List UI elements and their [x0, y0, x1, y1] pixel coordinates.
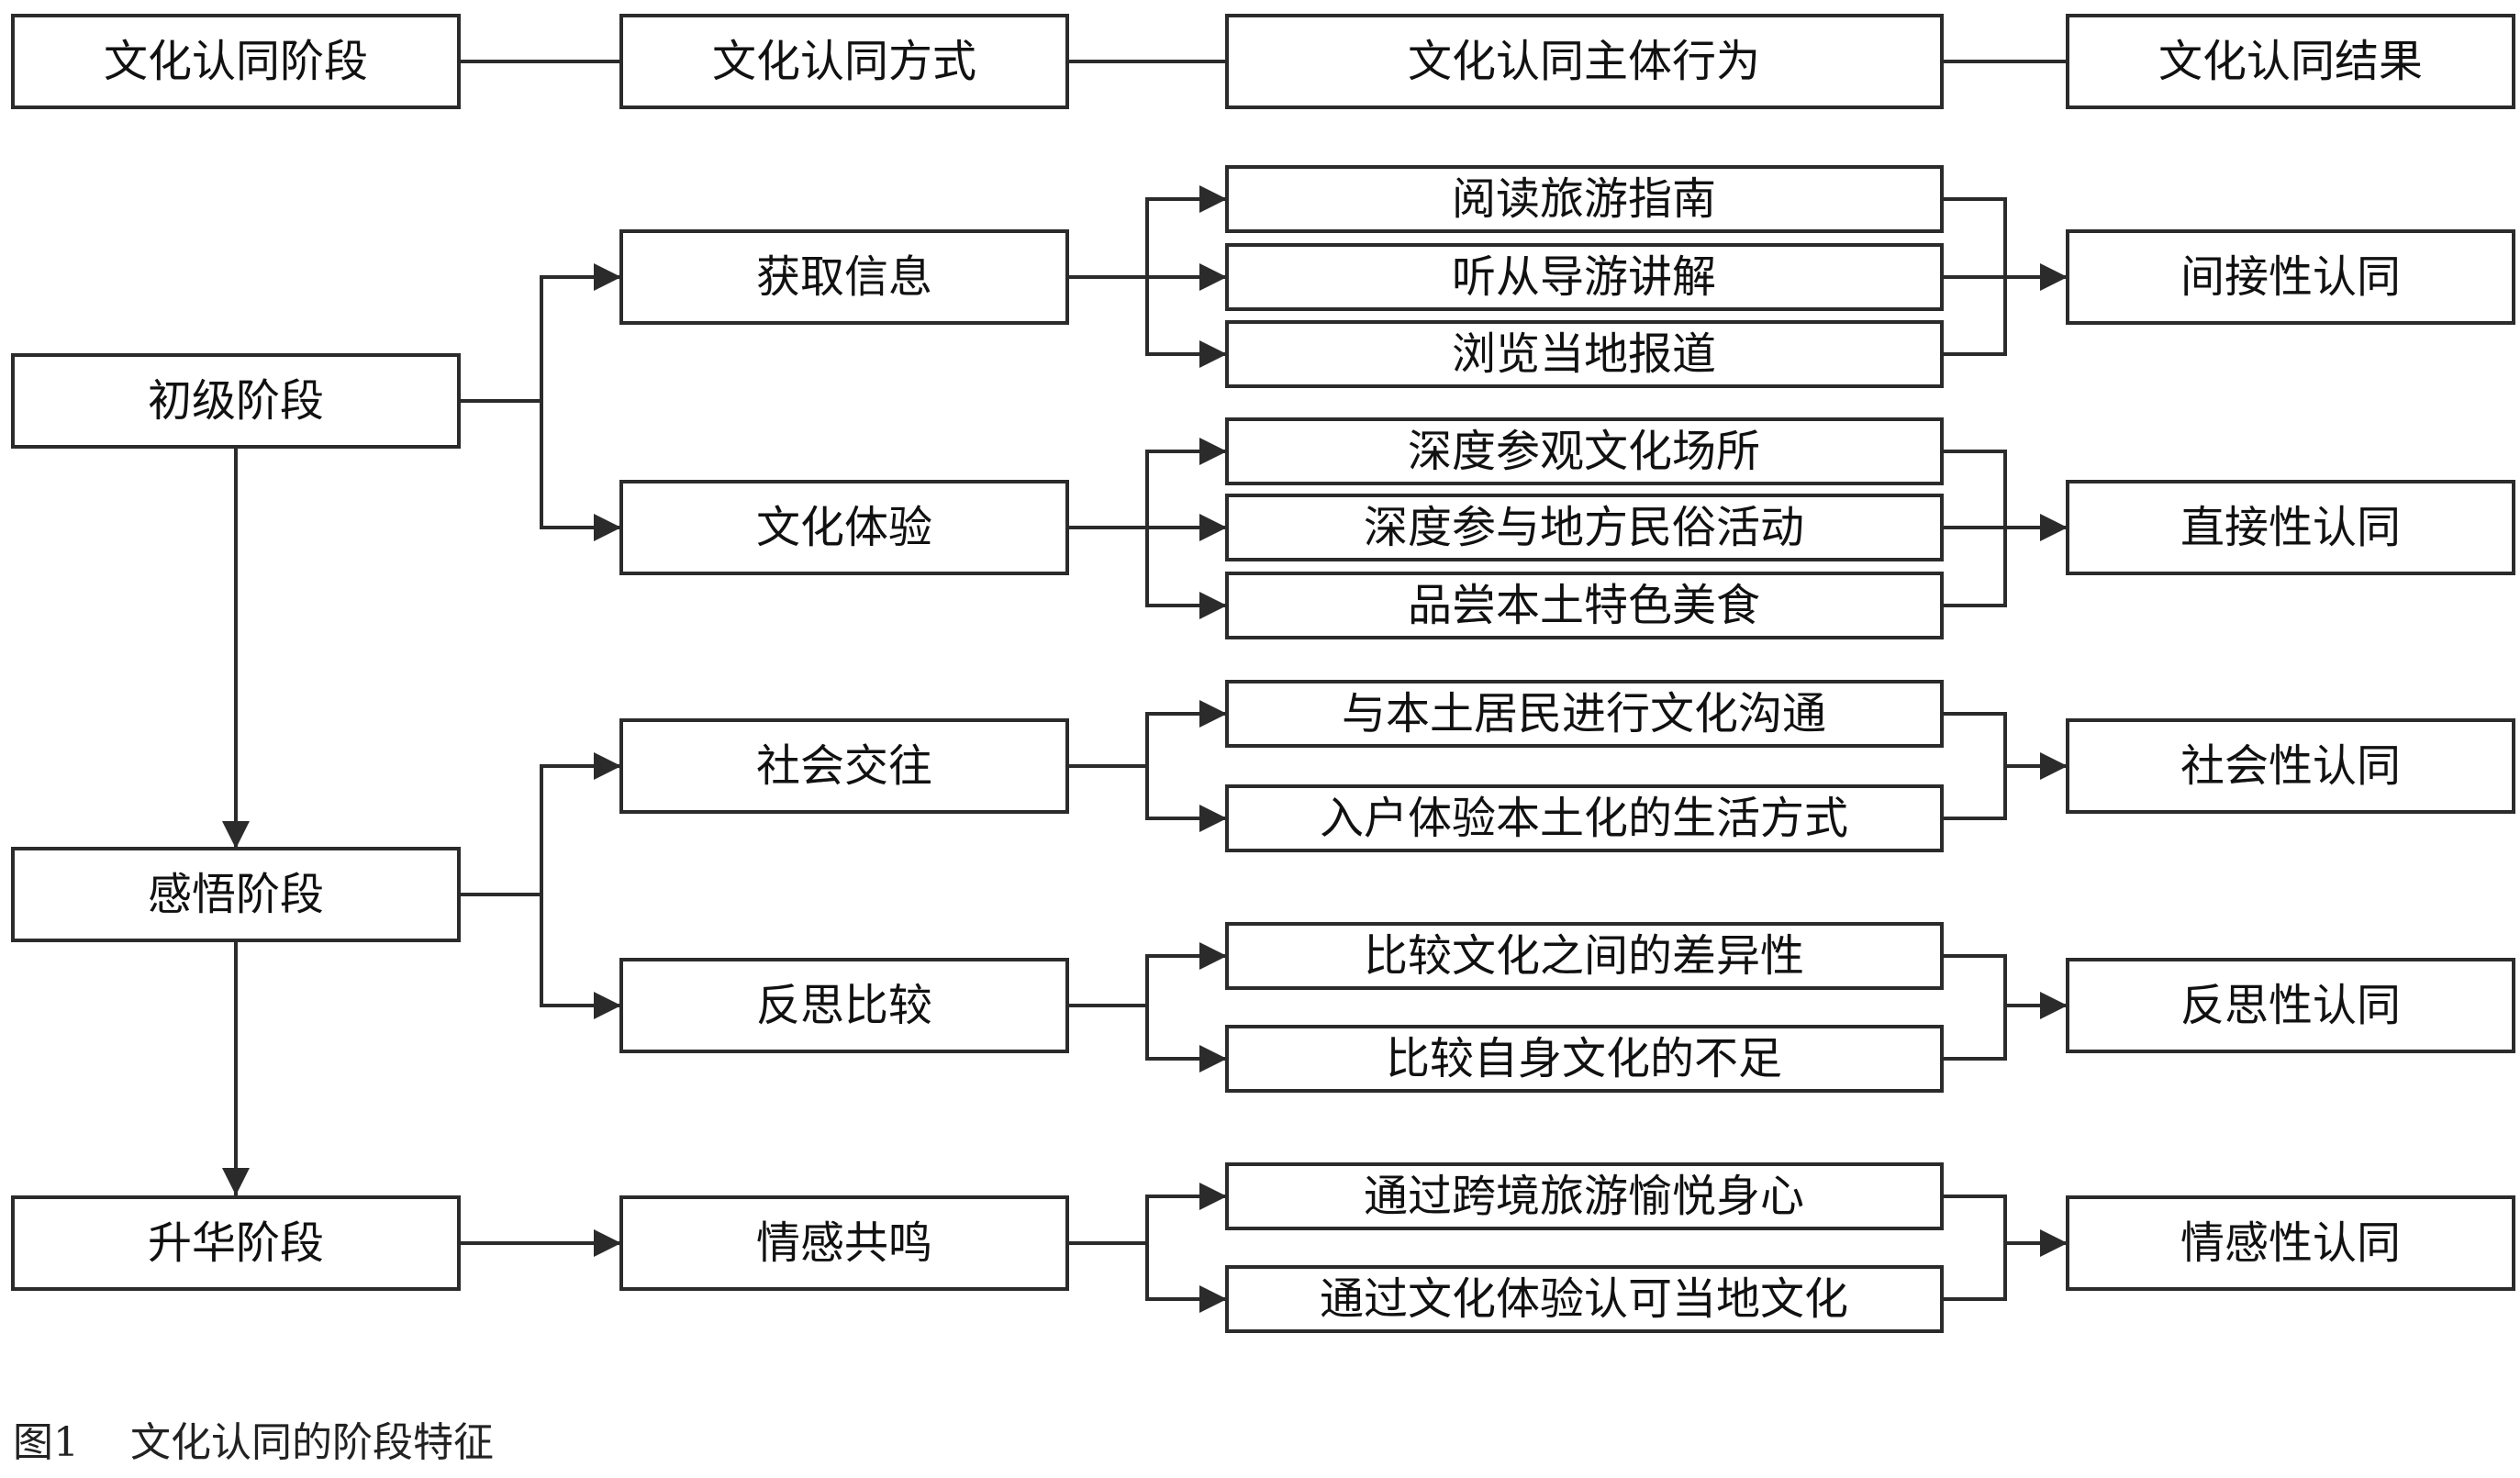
stage-node: 感悟阶段: [11, 847, 461, 942]
behavior-label: 比较文化之间的差异性: [1364, 930, 1804, 982]
behavior-bracket: [1942, 712, 2007, 820]
method-node: 社会交往: [619, 718, 1069, 814]
method-to-behavior-arrow: [1145, 277, 1227, 368]
header-behavior-label: 文化认同主体行为: [1408, 36, 1760, 87]
behavior-label: 通过文化体验认可当地文化: [1320, 1273, 1848, 1325]
stage-to-method-arrow: [540, 401, 621, 541]
behavior-node: 比较文化之间的差异性: [1225, 922, 1944, 990]
result-node: 情感性认同: [2066, 1195, 2515, 1291]
behavior-node: 比较自身文化的不足: [1225, 1025, 1944, 1093]
stage-node: 升华阶段: [11, 1195, 461, 1291]
behavior-node: 浏览当地报道: [1225, 320, 1944, 388]
method-to-behavior-arrow: [1145, 766, 1227, 832]
method-node: 文化体验: [619, 480, 1069, 575]
result-label: 直接性认同: [2180, 502, 2401, 553]
behavior-bracket: [1942, 1195, 2007, 1301]
behavior-label: 浏览当地报道: [1452, 328, 1716, 380]
method-to-behavior-arrow: [1145, 1183, 1227, 1243]
method-column: 获取信息 文化体验 社会交往 反思比较 情感共鸣: [619, 229, 1069, 1291]
behavior-label: 通过跨境旅游愉悦身心: [1364, 1171, 1804, 1222]
result-node: 社会性认同: [2066, 718, 2515, 814]
result-node: 间接性认同: [2066, 229, 2515, 325]
result-label: 情感性认同: [2180, 1217, 2401, 1269]
method-to-behavior-arrow: [1145, 1243, 1227, 1313]
method-label: 情感共鸣: [756, 1217, 932, 1269]
connectors: [222, 60, 2068, 1313]
method-to-behavior-arrow: [1145, 438, 1227, 528]
method-label: 反思比较: [756, 980, 932, 1031]
figure-title: 文化认同的阶段特征: [129, 1419, 494, 1466]
behavior-node: 通过跨境旅游愉悦身心: [1225, 1162, 1944, 1230]
result-label: 社会性认同: [2180, 740, 2401, 792]
behavior-node: 深度参与地方民俗活动: [1225, 494, 1944, 561]
header-method-label: 文化认同方式: [712, 36, 976, 87]
behavior-label: 阅读旅游指南: [1452, 173, 1716, 225]
stage-node: 初级阶段: [11, 353, 461, 449]
behavior-node: 阅读旅游指南: [1225, 165, 1944, 233]
behavior-node: 深度参观文化场所: [1225, 417, 1944, 485]
result-label: 反思性认同: [2180, 980, 2401, 1031]
method-to-behavior-arrow: [1145, 700, 1227, 766]
header-method: 文化认同方式: [619, 14, 1069, 109]
stage-label: 感悟阶段: [148, 869, 324, 920]
behavior-label: 深度参观文化场所: [1408, 426, 1760, 477]
result-node: 直接性认同: [2066, 480, 2515, 575]
result-node: 反思性认同: [2066, 958, 2515, 1053]
result-column: 间接性认同 直接性认同 社会性认同 反思性认同 情感性认同: [2066, 229, 2515, 1291]
method-to-behavior-arrow: [1145, 942, 1227, 1006]
result-label: 间接性认同: [2180, 251, 2401, 303]
method-node: 获取信息: [619, 229, 1069, 325]
behavior-label: 深度参与地方民俗活动: [1364, 502, 1804, 553]
header-stage-label: 文化认同阶段: [104, 36, 368, 87]
header-result-label: 文化认同结果: [2158, 36, 2423, 87]
method-label: 文化体验: [756, 502, 932, 553]
behavior-label: 听从导游讲解: [1452, 251, 1716, 303]
header-behavior: 文化认同主体行为: [1225, 14, 1944, 109]
behavior-node: 通过文化体验认可当地文化: [1225, 1265, 1944, 1333]
header-row: 文化认同阶段 文化认同方式 文化认同主体行为 文化认同结果: [11, 14, 2515, 109]
method-node: 情感共鸣: [619, 1195, 1069, 1291]
stage-label: 初级阶段: [148, 375, 324, 427]
behavior-node: 与本土居民进行文化沟通: [1225, 680, 1944, 748]
behavior-node: 入户体验本土化的生活方式: [1225, 784, 1944, 852]
stage-to-method-arrow: [540, 895, 621, 1019]
method-node: 反思比较: [619, 958, 1069, 1053]
header-stage: 文化认同阶段: [11, 14, 461, 109]
behavior-label: 与本土居民进行文化沟通: [1342, 688, 1826, 739]
behavior-node: 听从导游讲解: [1225, 243, 1944, 311]
header-result: 文化认同结果: [2066, 14, 2515, 109]
stage-column: 初级阶段 感悟阶段 升华阶段: [11, 353, 461, 1291]
stage-to-method-arrow: [459, 263, 621, 403]
behavior-label: 入户体验本土化的生活方式: [1320, 793, 1848, 844]
figure-number: 图1: [13, 1419, 79, 1466]
method-to-behavior-arrow: [1145, 528, 1227, 619]
behavior-label: 比较自身文化的不足: [1386, 1033, 1782, 1084]
behavior-label: 品尝本土特色美食: [1408, 580, 1760, 631]
method-label: 社会交往: [756, 740, 932, 792]
behavior-node: 品尝本土特色美食: [1225, 572, 1944, 639]
method-to-behavior-arrow: [1145, 1006, 1227, 1072]
stage-label: 升华阶段: [148, 1217, 324, 1269]
figure-caption: 图1 文化认同的阶段特征: [13, 1409, 494, 1468]
method-to-behavior-arrow: [1145, 185, 1227, 277]
stage-to-method-arrow: [459, 752, 621, 896]
behavior-column: 阅读旅游指南 听从导游讲解 浏览当地报道 深度参观文化场所 深度参与地方民俗活动…: [1225, 165, 1944, 1333]
behavior-bracket: [1942, 954, 2007, 1061]
method-label: 获取信息: [756, 251, 932, 303]
